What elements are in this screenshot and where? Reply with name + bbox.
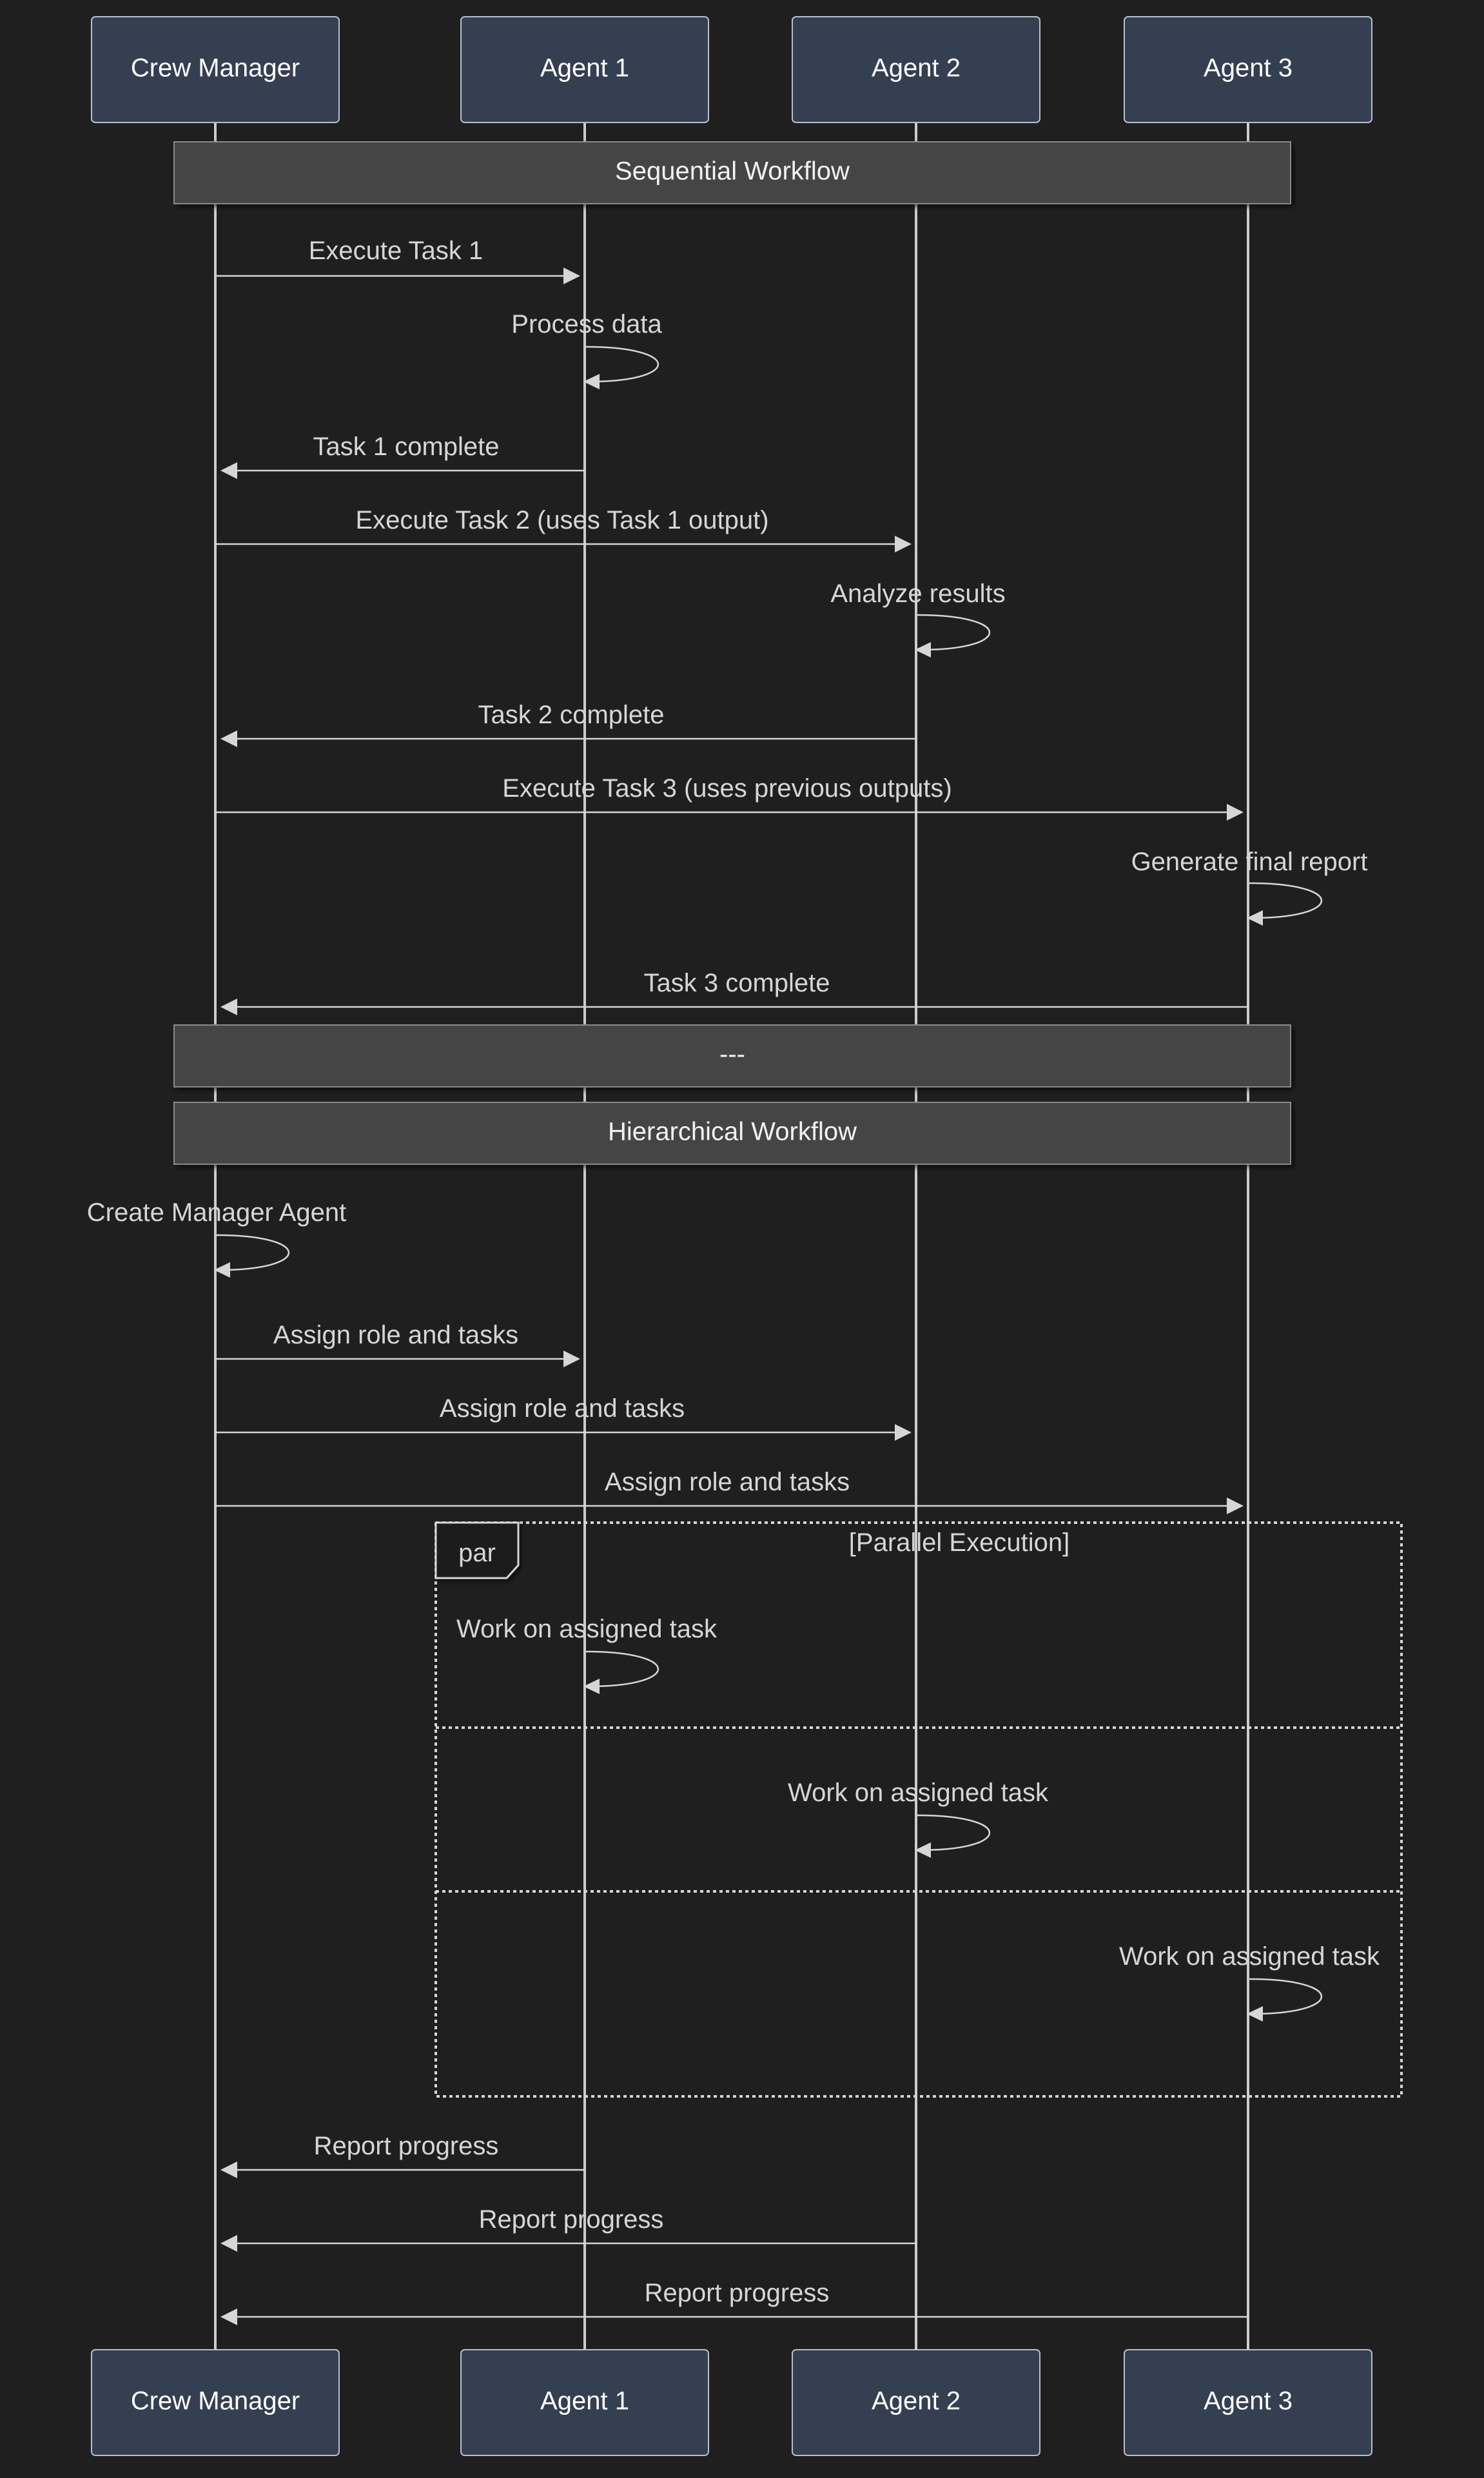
- message-label: Generate final report: [1131, 848, 1368, 876]
- par-keyword: par: [458, 1539, 496, 1567]
- message-label: Task 3 complete: [643, 969, 830, 997]
- message-label: Assign role and tasks: [273, 1321, 518, 1349]
- message-label: Report progress: [314, 2132, 499, 2160]
- message-process-data: Process data: [511, 310, 662, 389]
- message-label: Assign role and tasks: [440, 1394, 685, 1423]
- actor-label: Agent 2: [872, 54, 961, 83]
- actor-agent-2-top: Agent 2: [792, 16, 1040, 123]
- actor-crew-manager-top: Crew Manager: [91, 16, 340, 123]
- message-assign-role-agent-2: Assign role and tasks: [215, 1394, 912, 1441]
- message-work-agent-1: Work on assigned task: [456, 1615, 718, 1694]
- message-label: Work on assigned task: [788, 1779, 1049, 1807]
- message-execute-task-1: Execute Task 1: [215, 237, 580, 284]
- message-label: Assign role and tasks: [605, 1468, 850, 1496]
- note-label: Hierarchical Workflow: [608, 1118, 857, 1146]
- message-report-progress-agent-2: Report progress: [220, 2205, 916, 2252]
- message-label: Analyze results: [830, 580, 1005, 608]
- message-label: Report progress: [645, 2279, 830, 2307]
- message-label: Report progress: [479, 2205, 664, 2234]
- message-task-3-complete: Task 3 complete: [220, 969, 1248, 1015]
- message-analyze-results: Analyze results: [830, 580, 1006, 658]
- message-label: Execute Task 1: [309, 237, 483, 265]
- message-generate-final-report: Generate final report: [1131, 848, 1368, 926]
- message-label: Work on assigned task: [456, 1615, 718, 1643]
- message-execute-task-2: Execute Task 2 (uses Task 1 output): [215, 506, 912, 552]
- message-execute-task-3: Execute Task 3 (uses previous outputs): [215, 774, 1244, 821]
- message-label: Execute Task 2 (uses Task 1 output): [355, 506, 768, 534]
- par-keyword-box: [434, 1521, 520, 1579]
- actor-label: Agent 3: [1204, 2387, 1293, 2415]
- message-assign-role-agent-3: Assign role and tasks: [215, 1468, 1244, 1514]
- par-condition: [Parallel Execution]: [849, 1528, 1069, 1557]
- message-label: Task 1 complete: [313, 433, 499, 461]
- message-label: Create Manager Agent: [87, 1198, 346, 1227]
- message-task-1-complete: Task 1 complete: [220, 433, 585, 479]
- message-label: Work on assigned task: [1119, 1942, 1380, 1971]
- note-sequential-workflow: Sequential Workflow: [173, 141, 1291, 204]
- message-label: Task 2 complete: [478, 701, 664, 729]
- message-assign-role-agent-1: Assign role and tasks: [215, 1321, 580, 1367]
- note-label: Sequential Workflow: [615, 157, 850, 186]
- actor-label: Agent 2: [872, 2387, 961, 2415]
- note-hierarchical-workflow: Hierarchical Workflow: [173, 1102, 1291, 1165]
- message-work-agent-2: Work on assigned task: [788, 1779, 1049, 1858]
- message-label: Execute Task 3 (uses previous outputs): [502, 774, 952, 803]
- message-work-agent-3: Work on assigned task: [1119, 1942, 1380, 2022]
- message-report-progress-agent-1: Report progress: [220, 2132, 585, 2178]
- message-create-manager-agent: Create Manager Agent: [87, 1198, 346, 1278]
- actor-label: Agent 1: [540, 54, 629, 83]
- actor-label: Crew Manager: [131, 54, 300, 83]
- actor-agent-1-bottom: Agent 1: [460, 2349, 709, 2456]
- actor-agent-3-bottom: Agent 3: [1124, 2349, 1372, 2456]
- note-label: ---: [719, 1040, 745, 1069]
- actor-label: Agent 3: [1204, 54, 1293, 83]
- note-divider: ---: [173, 1024, 1291, 1088]
- actor-label: Agent 1: [540, 2387, 629, 2415]
- message-task-2-complete: Task 2 complete: [220, 701, 916, 747]
- actor-agent-2-bottom: Agent 2: [792, 2349, 1040, 2456]
- actor-agent-1-top: Agent 1: [460, 16, 709, 123]
- actor-agent-3-top: Agent 3: [1124, 16, 1372, 123]
- message-label: Process data: [511, 310, 662, 338]
- actor-label: Crew Manager: [131, 2387, 300, 2415]
- actor-crew-manager-bottom: Crew Manager: [91, 2349, 340, 2456]
- par-frame: par [Parallel Execution]: [434, 1521, 1403, 2098]
- message-report-progress-agent-3: Report progress: [220, 2279, 1248, 2325]
